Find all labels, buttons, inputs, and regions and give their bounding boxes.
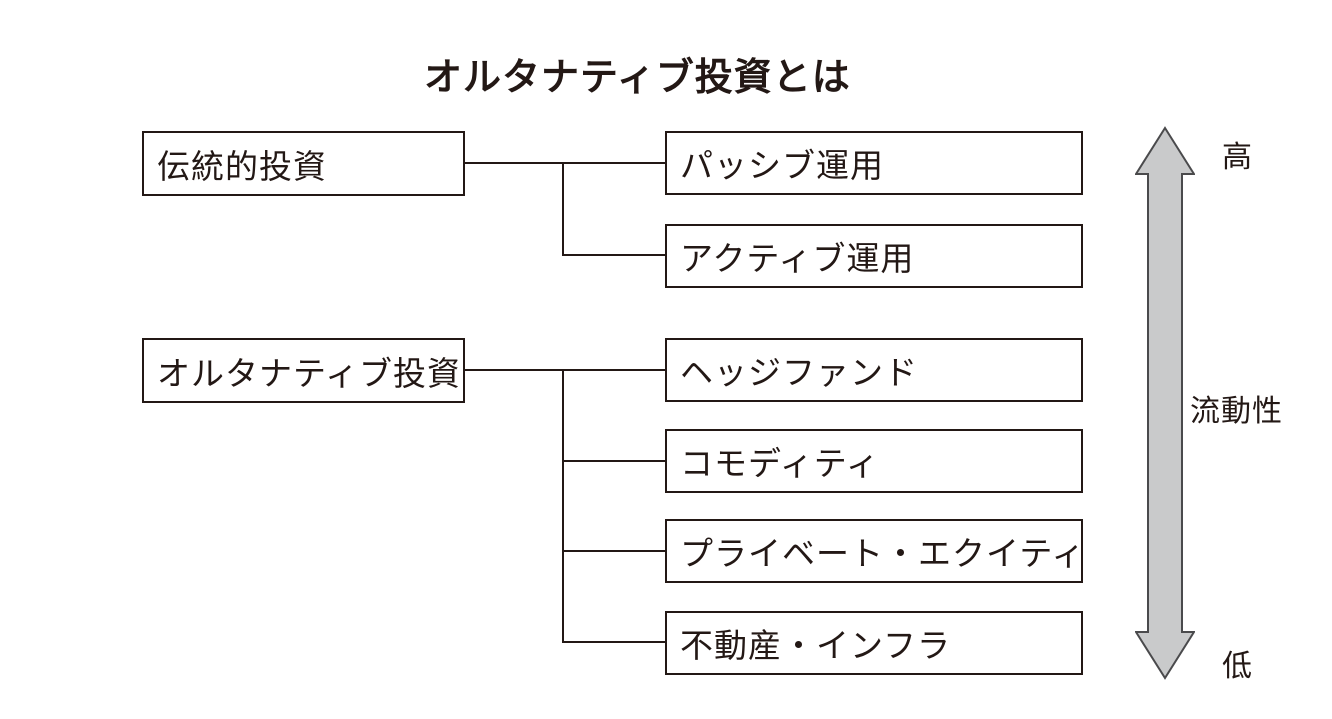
node-private-equity: プライベート・エクイティ — [665, 519, 1084, 583]
node-hedge-fund: ヘッジファンド — [665, 338, 1083, 402]
connector-commodity-branch — [562, 460, 665, 462]
node-traditional-investment: 伝統的投資 — [142, 131, 465, 196]
connector-traditional-horizontal — [465, 162, 665, 164]
node-commodity: コモディティ — [665, 429, 1083, 493]
connector-alternative-horizontal — [465, 369, 665, 371]
connector-active-branch — [562, 254, 665, 256]
node-passive-management: パッシブ運用 — [665, 131, 1083, 195]
node-active-management: アクティブ運用 — [665, 224, 1083, 288]
connector-traditional-vertical — [562, 162, 564, 256]
double-arrow-icon — [1135, 126, 1195, 680]
axis-label-liquidity: 流動性 — [1190, 395, 1283, 428]
diagram-title: オルタナティブ投資とは — [424, 57, 851, 99]
axis-label-low: 低 — [1222, 650, 1253, 683]
node-alternative-investment: オルタナティブ投資 — [142, 338, 465, 403]
connector-real-estate-branch — [562, 641, 665, 643]
connector-alternative-vertical — [562, 369, 564, 643]
connector-private-equity-branch — [562, 550, 665, 552]
axis-label-high: 高 — [1222, 141, 1253, 174]
node-real-estate-infra: 不動産・インフラ — [665, 611, 1083, 675]
